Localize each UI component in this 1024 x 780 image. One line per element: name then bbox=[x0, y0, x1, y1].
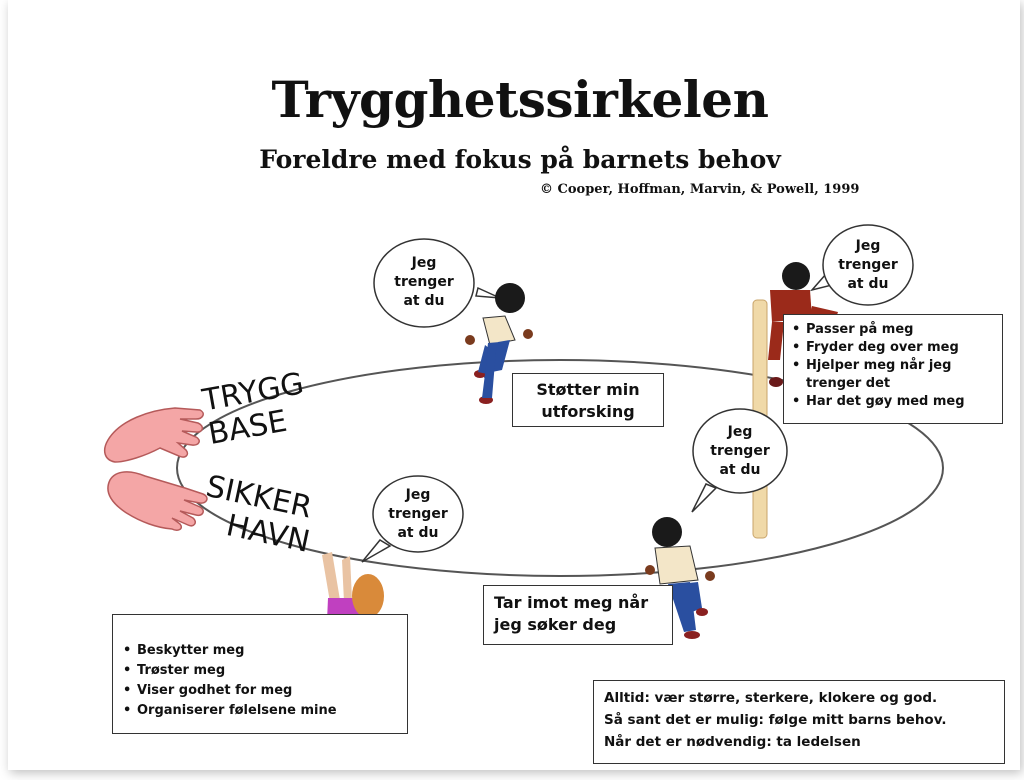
needs-list-right: Passer på meg Fryder deg over meg Hjelpe… bbox=[783, 314, 1003, 424]
security-circle bbox=[176, 359, 944, 577]
speech-bubble-right bbox=[822, 224, 914, 306]
parent-guidance-box: Alltid: vær større, sterkere, klokere og… bbox=[593, 680, 1005, 764]
list-item: Fryder deg over meg bbox=[792, 339, 994, 357]
list-item: Hjelper meg når jeg trenger det bbox=[792, 357, 994, 393]
list-item: Har det gøy med meg bbox=[792, 393, 994, 411]
list-item: Passer på meg bbox=[792, 321, 994, 339]
speech-bubble-top bbox=[373, 238, 475, 328]
page-subtitle: Foreldre med fokus på barnets behov bbox=[259, 145, 781, 174]
child-returning-icon bbox=[645, 517, 715, 639]
needs-list-left: Beskytter meg Trøster meg Viser godhet f… bbox=[112, 614, 408, 734]
support-exploration-box: Støtter min utforsking bbox=[512, 373, 664, 427]
speech-bubble-bottom-left bbox=[372, 475, 464, 553]
list-item: Trøster meg bbox=[123, 661, 399, 681]
bottom-hand-icon bbox=[107, 471, 208, 531]
list-item: Viser godhet for meg bbox=[123, 681, 399, 701]
child-walking-icon bbox=[465, 283, 533, 404]
page-title: Trygghetssirkelen bbox=[271, 70, 769, 129]
speech-bubble-middle bbox=[692, 408, 788, 494]
top-hand-icon bbox=[103, 407, 204, 463]
list-item: Organiserer følelsene mine bbox=[123, 701, 399, 721]
list-item: Beskytter meg bbox=[123, 641, 399, 661]
welcome-coming-box: Tar imot meg når jeg søker deg bbox=[483, 585, 673, 645]
credit-line: © Cooper, Hoffman, Marvin, & Powell, 199… bbox=[540, 182, 860, 197]
